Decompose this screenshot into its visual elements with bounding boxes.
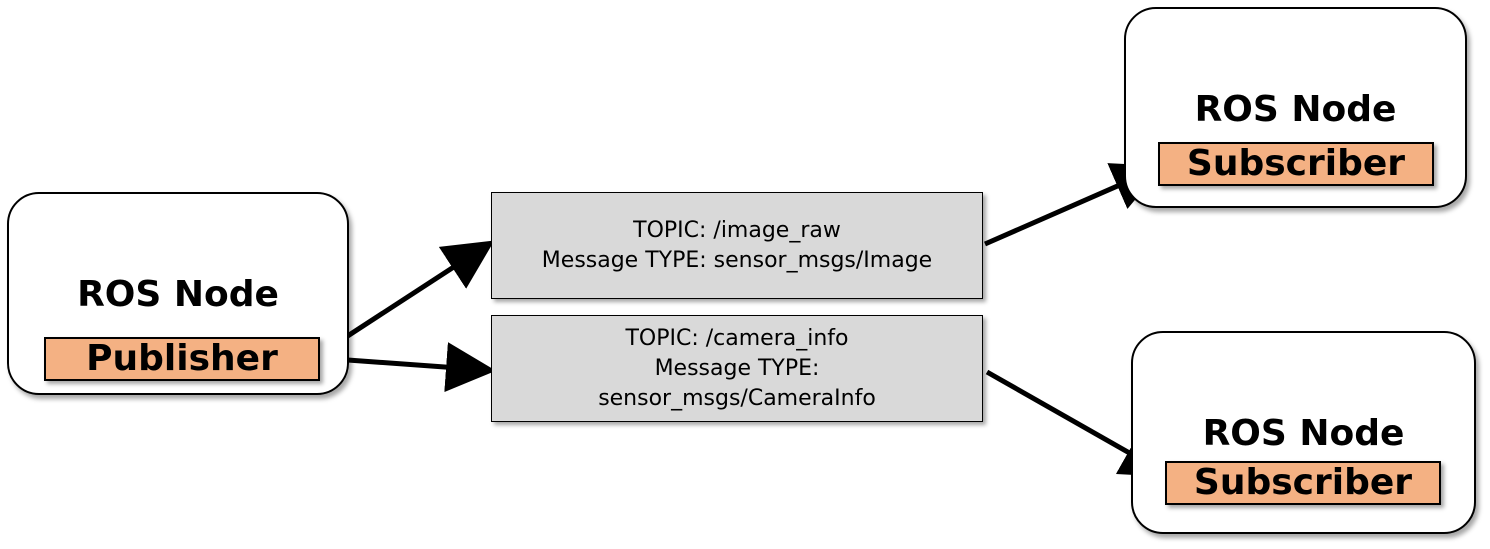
publisher-box: Publisher bbox=[44, 337, 320, 381]
subscriber-box-top: Subscriber bbox=[1158, 142, 1434, 186]
node-title: ROS Node bbox=[1194, 89, 1397, 130]
message-type-value: sensor_msgs/CameraInfo bbox=[598, 385, 876, 411]
node-title: ROS Node bbox=[77, 274, 279, 315]
message-type-label: Message TYPE: bbox=[654, 355, 820, 381]
message-type: Message TYPE: sensor_msgs/Image bbox=[541, 247, 933, 273]
topic-camera-info: TOPIC: /camera_info Message TYPE: sensor… bbox=[491, 315, 983, 422]
subscriber-box-bottom: Subscriber bbox=[1165, 461, 1441, 505]
topic-name: TOPIC: /camera_info bbox=[625, 325, 849, 351]
topic-name: TOPIC: /image_raw bbox=[633, 217, 841, 243]
node-title: ROS Node bbox=[1202, 413, 1405, 454]
topic-image-raw: TOPIC: /image_raw Message TYPE: sensor_m… bbox=[491, 192, 983, 299]
